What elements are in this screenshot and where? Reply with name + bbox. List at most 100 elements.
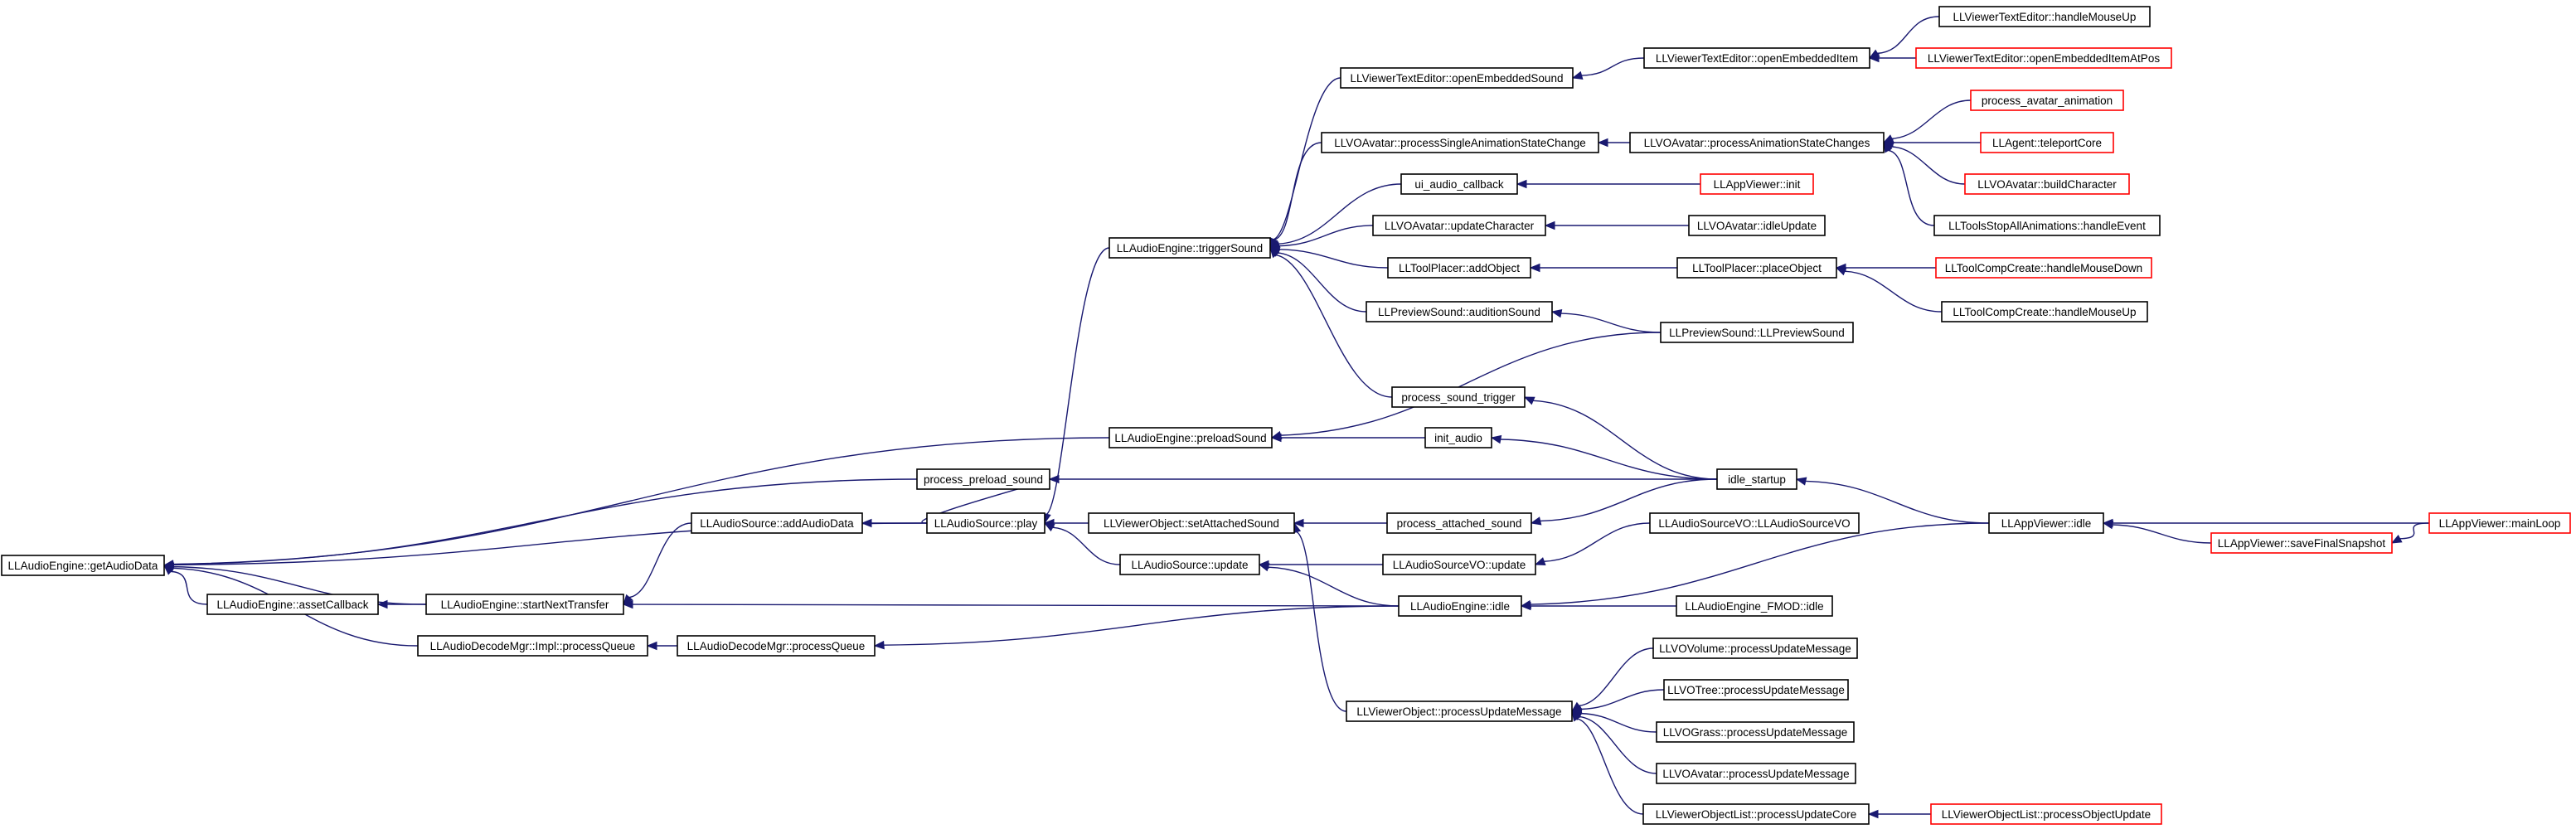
node-label: LLAudioEngine::idle — [1410, 600, 1510, 613]
node-handle-mouse-up-text[interactable]: LLViewerTextEditor::handleMouseUp — [1938, 6, 2151, 27]
node-box — [1930, 803, 2162, 825]
node-tree-update[interactable]: LLVOTree::processUpdateMessage — [1663, 679, 1849, 701]
node-label: LLAudioEngine::triggerSound — [1117, 242, 1263, 255]
node-trigger-sound[interactable]: LLAudioEngine::triggerSound — [1109, 237, 1271, 259]
node-box — [1346, 701, 1573, 722]
node-process-update-core[interactable]: LLViewerObjectList::processUpdateCore — [1642, 803, 1870, 825]
node-box — [1656, 721, 1855, 743]
node-impl-process-queue[interactable]: LLAudioDecodeMgr::Impl::processQueue — [417, 635, 648, 657]
node-idle-startup[interactable]: idle_startup — [1716, 468, 1797, 490]
node-process-attached-sound[interactable]: process_attached_sound — [1386, 512, 1532, 534]
node-label: idle_startup — [1728, 473, 1786, 486]
node-comp-handle-mouse-down[interactable]: LLToolCompCreate::handleMouseDown — [1935, 257, 2152, 279]
node-preload-sound[interactable]: LLAudioEngine::preloadSound — [1109, 427, 1273, 448]
node-box — [1716, 468, 1797, 490]
arrowhead — [873, 640, 885, 650]
edge-build-character-to-process-anim-changes — [1891, 146, 1966, 185]
node-open-embedded-item[interactable]: LLViewerTextEditor::openEmbeddedItem — [1643, 47, 1870, 69]
arrowhead — [1490, 434, 1502, 444]
node-box — [1649, 512, 1860, 534]
node-build-character[interactable]: LLVOAvatar::buildCharacter — [1964, 173, 2130, 195]
node-grass-update[interactable]: LLVOGrass::processUpdateMessage — [1656, 721, 1855, 743]
node-main-loop[interactable]: LLAppViewer::mainLoop — [2428, 512, 2571, 534]
node-open-embedded-item-at-pos[interactable]: LLViewerTextEditor::openEmbeddedItemAtPo… — [1915, 47, 2172, 69]
edge-tools-stop-all-to-process-anim-changes — [1888, 149, 1935, 226]
node-label: LLAppViewer::init — [1714, 178, 1801, 191]
node-comp-handle-mouse-up[interactable]: LLToolCompCreate::handleMouseUp — [1941, 301, 2148, 322]
node-tools-stop-all[interactable]: LLToolsStopAllAnimations::handleEvent — [1933, 215, 2161, 236]
arrowhead — [1883, 141, 1893, 153]
edge-source-update-to-play — [1052, 526, 1121, 565]
node-box — [1109, 237, 1271, 259]
edge-app-viewer-idle-to-idle-startup — [1805, 480, 1990, 524]
node-label: process_sound_trigger — [1401, 391, 1516, 404]
node-start-next-transfer[interactable]: LLAudioEngine::startNextTransfer — [425, 594, 624, 615]
node-source-update[interactable]: LLAudioSource::update — [1119, 554, 1260, 575]
node-label: LLViewerTextEditor::openEmbeddedItemAtPo… — [1928, 52, 2160, 65]
edge-grass-update-to-process-update-message — [1580, 712, 1657, 733]
arrowhead — [1258, 563, 1270, 572]
node-box — [691, 512, 863, 534]
node-avatar-update[interactable]: LLVOAvatar::processUpdateMessage — [1656, 763, 1856, 784]
node-box — [1119, 554, 1260, 575]
edge-idle-startup-to-process-sound-trigger — [1533, 400, 1718, 480]
node-process-single-anim[interactable]: LLVOAvatar::processSingleAnimationStateC… — [1321, 132, 1599, 153]
node-teleport-core[interactable]: LLAgent::teleportCore — [1980, 132, 2114, 153]
node-label: LLVOAvatar::processUpdateMessage — [1662, 768, 1849, 780]
node-box — [1938, 6, 2151, 27]
arrowhead — [1550, 309, 1563, 318]
node-asset-callback[interactable]: LLAudioEngine::assetCallback — [206, 594, 379, 615]
node-init-audio[interactable]: init_audio — [1424, 427, 1492, 448]
arrowhead — [1523, 396, 1535, 405]
node-decode-mgr-process-queue[interactable]: LLAudioDecodeMgr::processQueue — [677, 635, 876, 657]
edge-process-avatar-animation-to-process-anim-changes — [1891, 99, 1972, 139]
node-place-object[interactable]: LLToolPlacer::placeObject — [1676, 257, 1837, 279]
node-process-sound-trigger[interactable]: process_sound_trigger — [1391, 386, 1526, 408]
node-play[interactable]: LLAudioSource::play — [926, 512, 1045, 534]
node-label: LLPreviewSound::auditionSound — [1378, 306, 1540, 318]
node-vo-idle-update[interactable]: LLVOAvatar::idleUpdate — [1688, 215, 1826, 236]
node-label: LLAudioDecodeMgr::Impl::processQueue — [430, 640, 636, 652]
node-label: LLAgent::teleportCore — [1992, 137, 2102, 149]
node-app-viewer-init[interactable]: LLAppViewer::init — [1700, 173, 1814, 195]
node-box — [926, 512, 1045, 534]
node-audition-sound[interactable]: LLPreviewSound::auditionSound — [1366, 301, 1553, 322]
node-save-final-snapshot[interactable]: LLAppViewer::saveFinalSnapshot — [2210, 532, 2393, 554]
edge-asset-callback-to-get-audio-data — [171, 570, 208, 605]
edge-open-embedded-sound-to-trigger-sound — [1273, 77, 1341, 240]
node-process-avatar-animation[interactable]: process_avatar_animation — [1970, 90, 2124, 111]
node-box — [1400, 173, 1518, 195]
node-process-update-message[interactable]: LLViewerObject::processUpdateMessage — [1346, 701, 1573, 722]
node-box — [677, 635, 876, 657]
node-update-character[interactable]: LLVOAvatar::updateCharacter — [1372, 215, 1546, 236]
node-open-embedded-sound[interactable]: LLViewerTextEditor::openEmbeddedSound — [1340, 67, 1574, 89]
node-add-audio-data[interactable]: LLAudioSource::addAudioData — [691, 512, 863, 534]
node-app-viewer-idle[interactable]: LLAppViewer::idle — [1988, 512, 2104, 534]
node-volume-update[interactable]: LLVOVolume::processUpdateMessage — [1652, 638, 1858, 659]
edge-process-update-message-to-set-attached-sound — [1296, 531, 1347, 712]
node-box — [1988, 512, 2104, 534]
node-source-voupdate[interactable]: LLAudioSourceVO::update — [1382, 554, 1536, 575]
node-label: LLAudioEngine::startNextTransfer — [441, 599, 609, 611]
edge-add-object-to-trigger-sound — [1278, 249, 1389, 269]
node-preview-sound-ctor[interactable]: LLPreviewSound::LLPreviewSound — [1660, 322, 1854, 343]
node-process-anim-changes[interactable]: LLVOAvatar::processAnimationStateChanges — [1629, 132, 1885, 153]
node-ui-audio-callback[interactable]: ui_audio_callback — [1400, 173, 1518, 195]
node-label: LLViewerObject::processUpdateMessage — [1356, 705, 1561, 718]
node-box — [1386, 512, 1532, 534]
node-label: LLAppViewer::mainLoop — [2439, 517, 2561, 530]
edge-add-audio-data-to-start-next-transfer — [628, 522, 692, 599]
node-source-voctor[interactable]: LLAudioSourceVO::LLAudioSourceVO — [1649, 512, 1860, 534]
node-process-object-update[interactable]: LLViewerObjectList::processObjectUpdate — [1930, 803, 2162, 825]
node-process-preload-sound[interactable]: process_preload_sound — [916, 468, 1050, 490]
node-add-object[interactable]: LLToolPlacer::addObject — [1387, 257, 1531, 279]
node-label: LLVOGrass::processUpdateMessage — [1663, 726, 1848, 739]
edge-trigger-sound-to-play — [1046, 247, 1110, 515]
node-label: LLViewerObjectList::processUpdateCore — [1656, 808, 1857, 821]
node-label: LLToolPlacer::placeObject — [1692, 262, 1822, 274]
node-engine-idle[interactable]: LLAudioEngine::idle — [1398, 595, 1522, 617]
node-set-attached-sound[interactable]: LLViewerObject::setAttachedSound — [1088, 512, 1295, 534]
arrowhead — [1270, 430, 1283, 440]
node-fmod-idle[interactable]: LLAudioEngine_FMOD::idle — [1676, 595, 1833, 617]
